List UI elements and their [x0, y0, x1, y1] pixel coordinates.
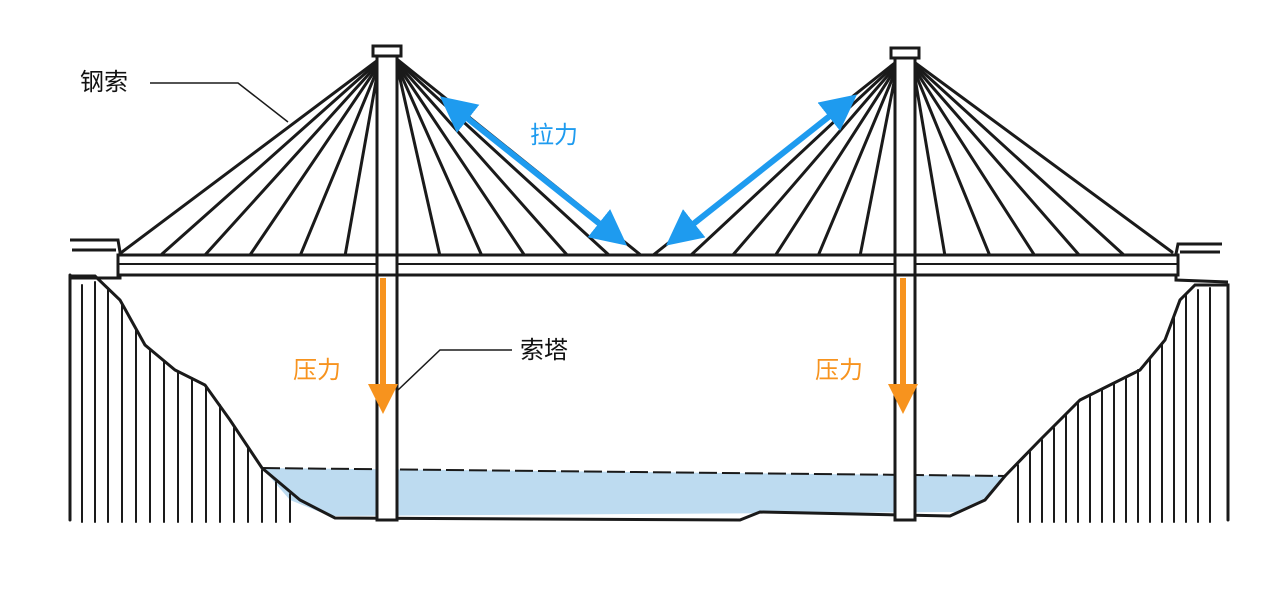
bridge-deck	[116, 253, 1180, 277]
left-abutment	[70, 238, 122, 280]
tower-leader-line	[397, 349, 512, 391]
compression-label-right: 压力	[815, 356, 863, 384]
left-bank	[68, 273, 1007, 523]
tension-arrow-right	[665, 94, 858, 246]
cable-leader-line	[150, 82, 289, 123]
compression-label-left: 压力	[293, 356, 341, 384]
tower-label: 索塔	[520, 336, 568, 364]
right-bank-outline	[1003, 283, 1230, 522]
right-abutment	[1174, 242, 1229, 284]
cable-label: 钢索	[80, 68, 128, 96]
left-tower	[371, 44, 403, 522]
deck-over-towers	[118, 253, 1178, 277]
tension-label: 拉力	[530, 121, 578, 149]
tension-arrow-left	[439, 96, 628, 246]
right-bank	[1003, 283, 1230, 523]
left-bank-outline	[68, 273, 1007, 522]
water	[262, 468, 1005, 516]
